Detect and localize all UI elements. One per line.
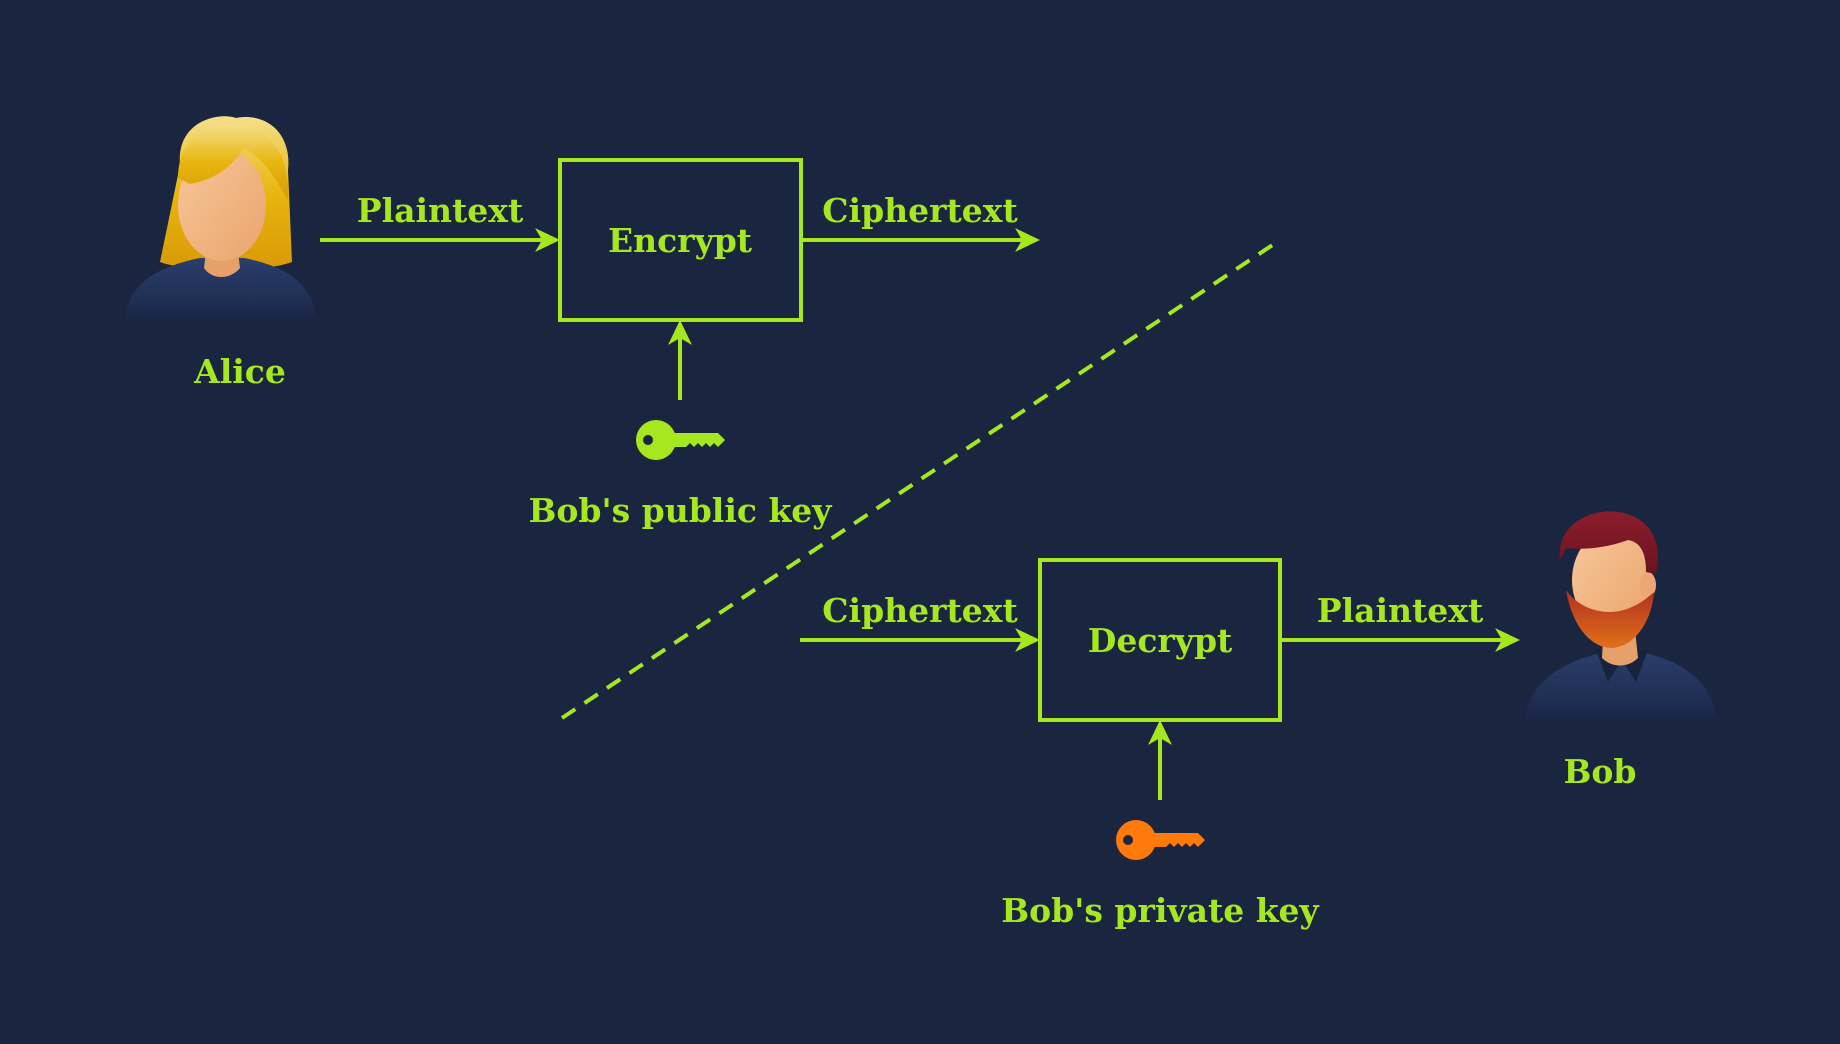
ciphertext-output-arrow — [801, 228, 1040, 252]
encrypt-input-label: Plaintext — [357, 191, 524, 230]
decrypt-input-label: Ciphertext — [822, 591, 1018, 630]
decrypt-box-label: Decrypt — [1088, 621, 1233, 660]
public-key-label: Bob's public key — [529, 491, 833, 530]
decrypt-output-label: Plaintext — [1317, 591, 1484, 630]
bob-name: Bob — [1564, 752, 1637, 791]
encrypt-box-label: Encrypt — [608, 221, 753, 260]
private-key-label: Bob's private key — [1001, 891, 1319, 930]
plaintext-output-arrow — [1280, 628, 1520, 652]
key-icon — [636, 420, 725, 460]
person-female-icon — [126, 116, 316, 318]
person-male-icon — [1526, 511, 1716, 718]
public-key-arrow — [668, 320, 692, 400]
plaintext-input-arrow — [320, 228, 560, 252]
alice-name: Alice — [193, 352, 286, 391]
encrypt-output-label: Ciphertext — [822, 191, 1018, 230]
channel-divider — [560, 238, 1282, 720]
ciphertext-input-arrow — [800, 628, 1040, 652]
private-key-arrow — [1148, 720, 1172, 800]
key-icon — [1116, 820, 1205, 860]
